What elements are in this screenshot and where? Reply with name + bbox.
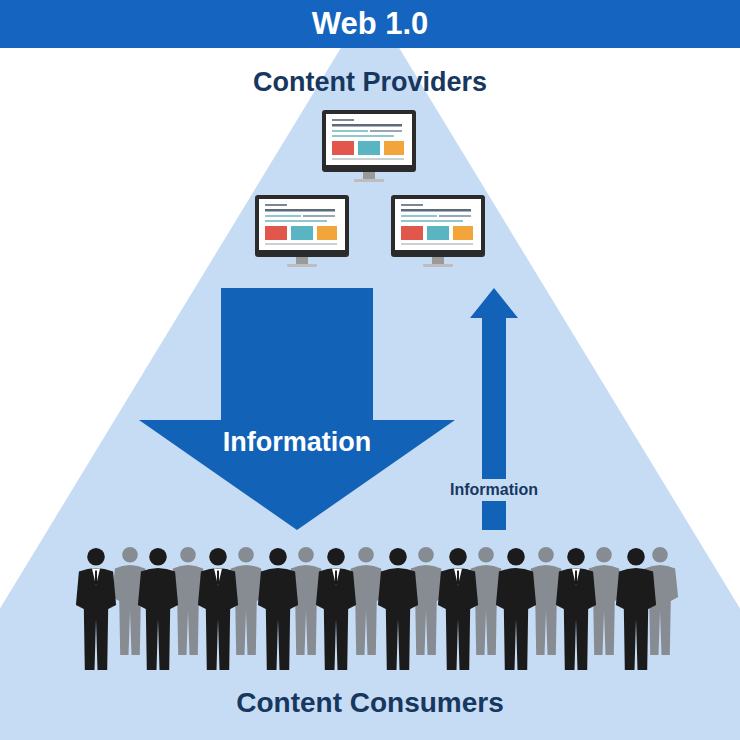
- person-silhouette: [378, 548, 418, 670]
- edge-label: Information: [223, 427, 372, 458]
- person-silhouette: [198, 548, 238, 670]
- title-bar: Web 1.0: [0, 0, 740, 48]
- title: Web 1.0: [312, 6, 429, 42]
- website-monitor: [391, 195, 485, 267]
- person-silhouette: [138, 548, 178, 670]
- person-silhouette: [76, 548, 116, 670]
- person-silhouette: [438, 548, 478, 670]
- person-silhouette: [258, 548, 298, 670]
- person-silhouette: [616, 548, 656, 670]
- person-silhouette: [556, 548, 596, 670]
- person-silhouette: [316, 548, 356, 670]
- information-arrow-down: [139, 288, 455, 530]
- region-label: Content Consumers: [32, 687, 708, 719]
- edge-label: Information: [446, 479, 542, 501]
- website-monitor: [255, 195, 349, 267]
- website-monitor: [322, 110, 416, 182]
- provider-region: Content Providers: [207, 58, 533, 288]
- person-silhouette: [496, 548, 536, 670]
- crowd: [76, 547, 678, 670]
- consumer-region: Content Consumers: [32, 530, 708, 735]
- region-label: Content Providers: [207, 67, 533, 98]
